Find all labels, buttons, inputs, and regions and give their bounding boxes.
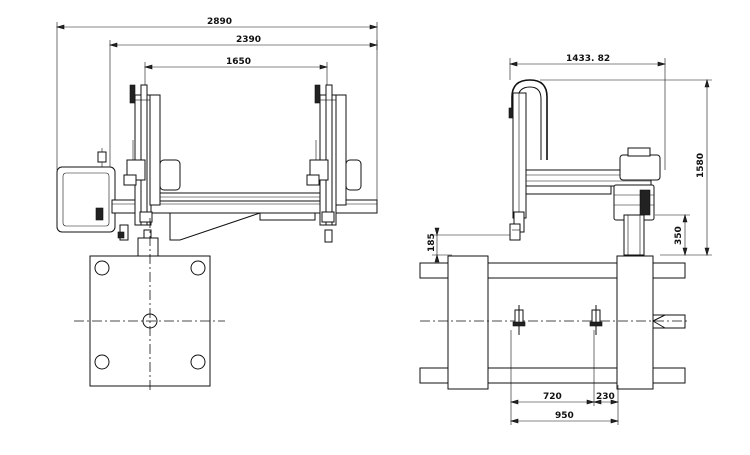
- side-support-post: [623, 214, 645, 256]
- dimension-label-2390: 2390: [236, 35, 261, 45]
- front-base-plate: [74, 218, 225, 392]
- plan-gripper-right: [589, 305, 603, 335]
- dimension-label-2890: 2890: [207, 17, 232, 27]
- front-view: 2890 2390 1650: [55, 17, 379, 392]
- front-right-arm: [306, 84, 362, 243]
- dimension-label-950: 950: [555, 411, 574, 421]
- dimension-label-1650: 1650: [226, 57, 251, 67]
- control-cabinet: [56, 148, 116, 233]
- dimension-350: 350: [655, 213, 690, 257]
- machine-plan: [419, 255, 690, 390]
- dimension-1650: 1650: [143, 57, 329, 90]
- dimension-label-1580: 1580: [696, 153, 706, 178]
- dimension-1433: 1433. 82: [508, 54, 667, 170]
- dimension-label-185: 185: [427, 233, 437, 252]
- dimension-185: 185: [427, 227, 512, 263]
- dimension-2890: 2890: [55, 17, 379, 200]
- front-left-arm: [117, 84, 181, 243]
- dimension-2390: 2390: [108, 35, 379, 190]
- dimension-1580: 1580: [540, 78, 712, 257]
- side-view: 1433. 82 1580 350 185: [419, 54, 712, 425]
- plan-gripper-left: [512, 305, 526, 335]
- side-vertical-column: [509, 92, 527, 241]
- dimension-label-1433: 1433. 82: [566, 54, 610, 64]
- dimension-720-230: 720 230: [509, 330, 620, 425]
- dimension-950: 950: [509, 411, 620, 424]
- dimension-label-720: 720: [543, 392, 562, 402]
- dimension-label-230: 230: [596, 392, 615, 402]
- side-carriage: [613, 147, 661, 221]
- dimension-label-350: 350: [674, 226, 684, 245]
